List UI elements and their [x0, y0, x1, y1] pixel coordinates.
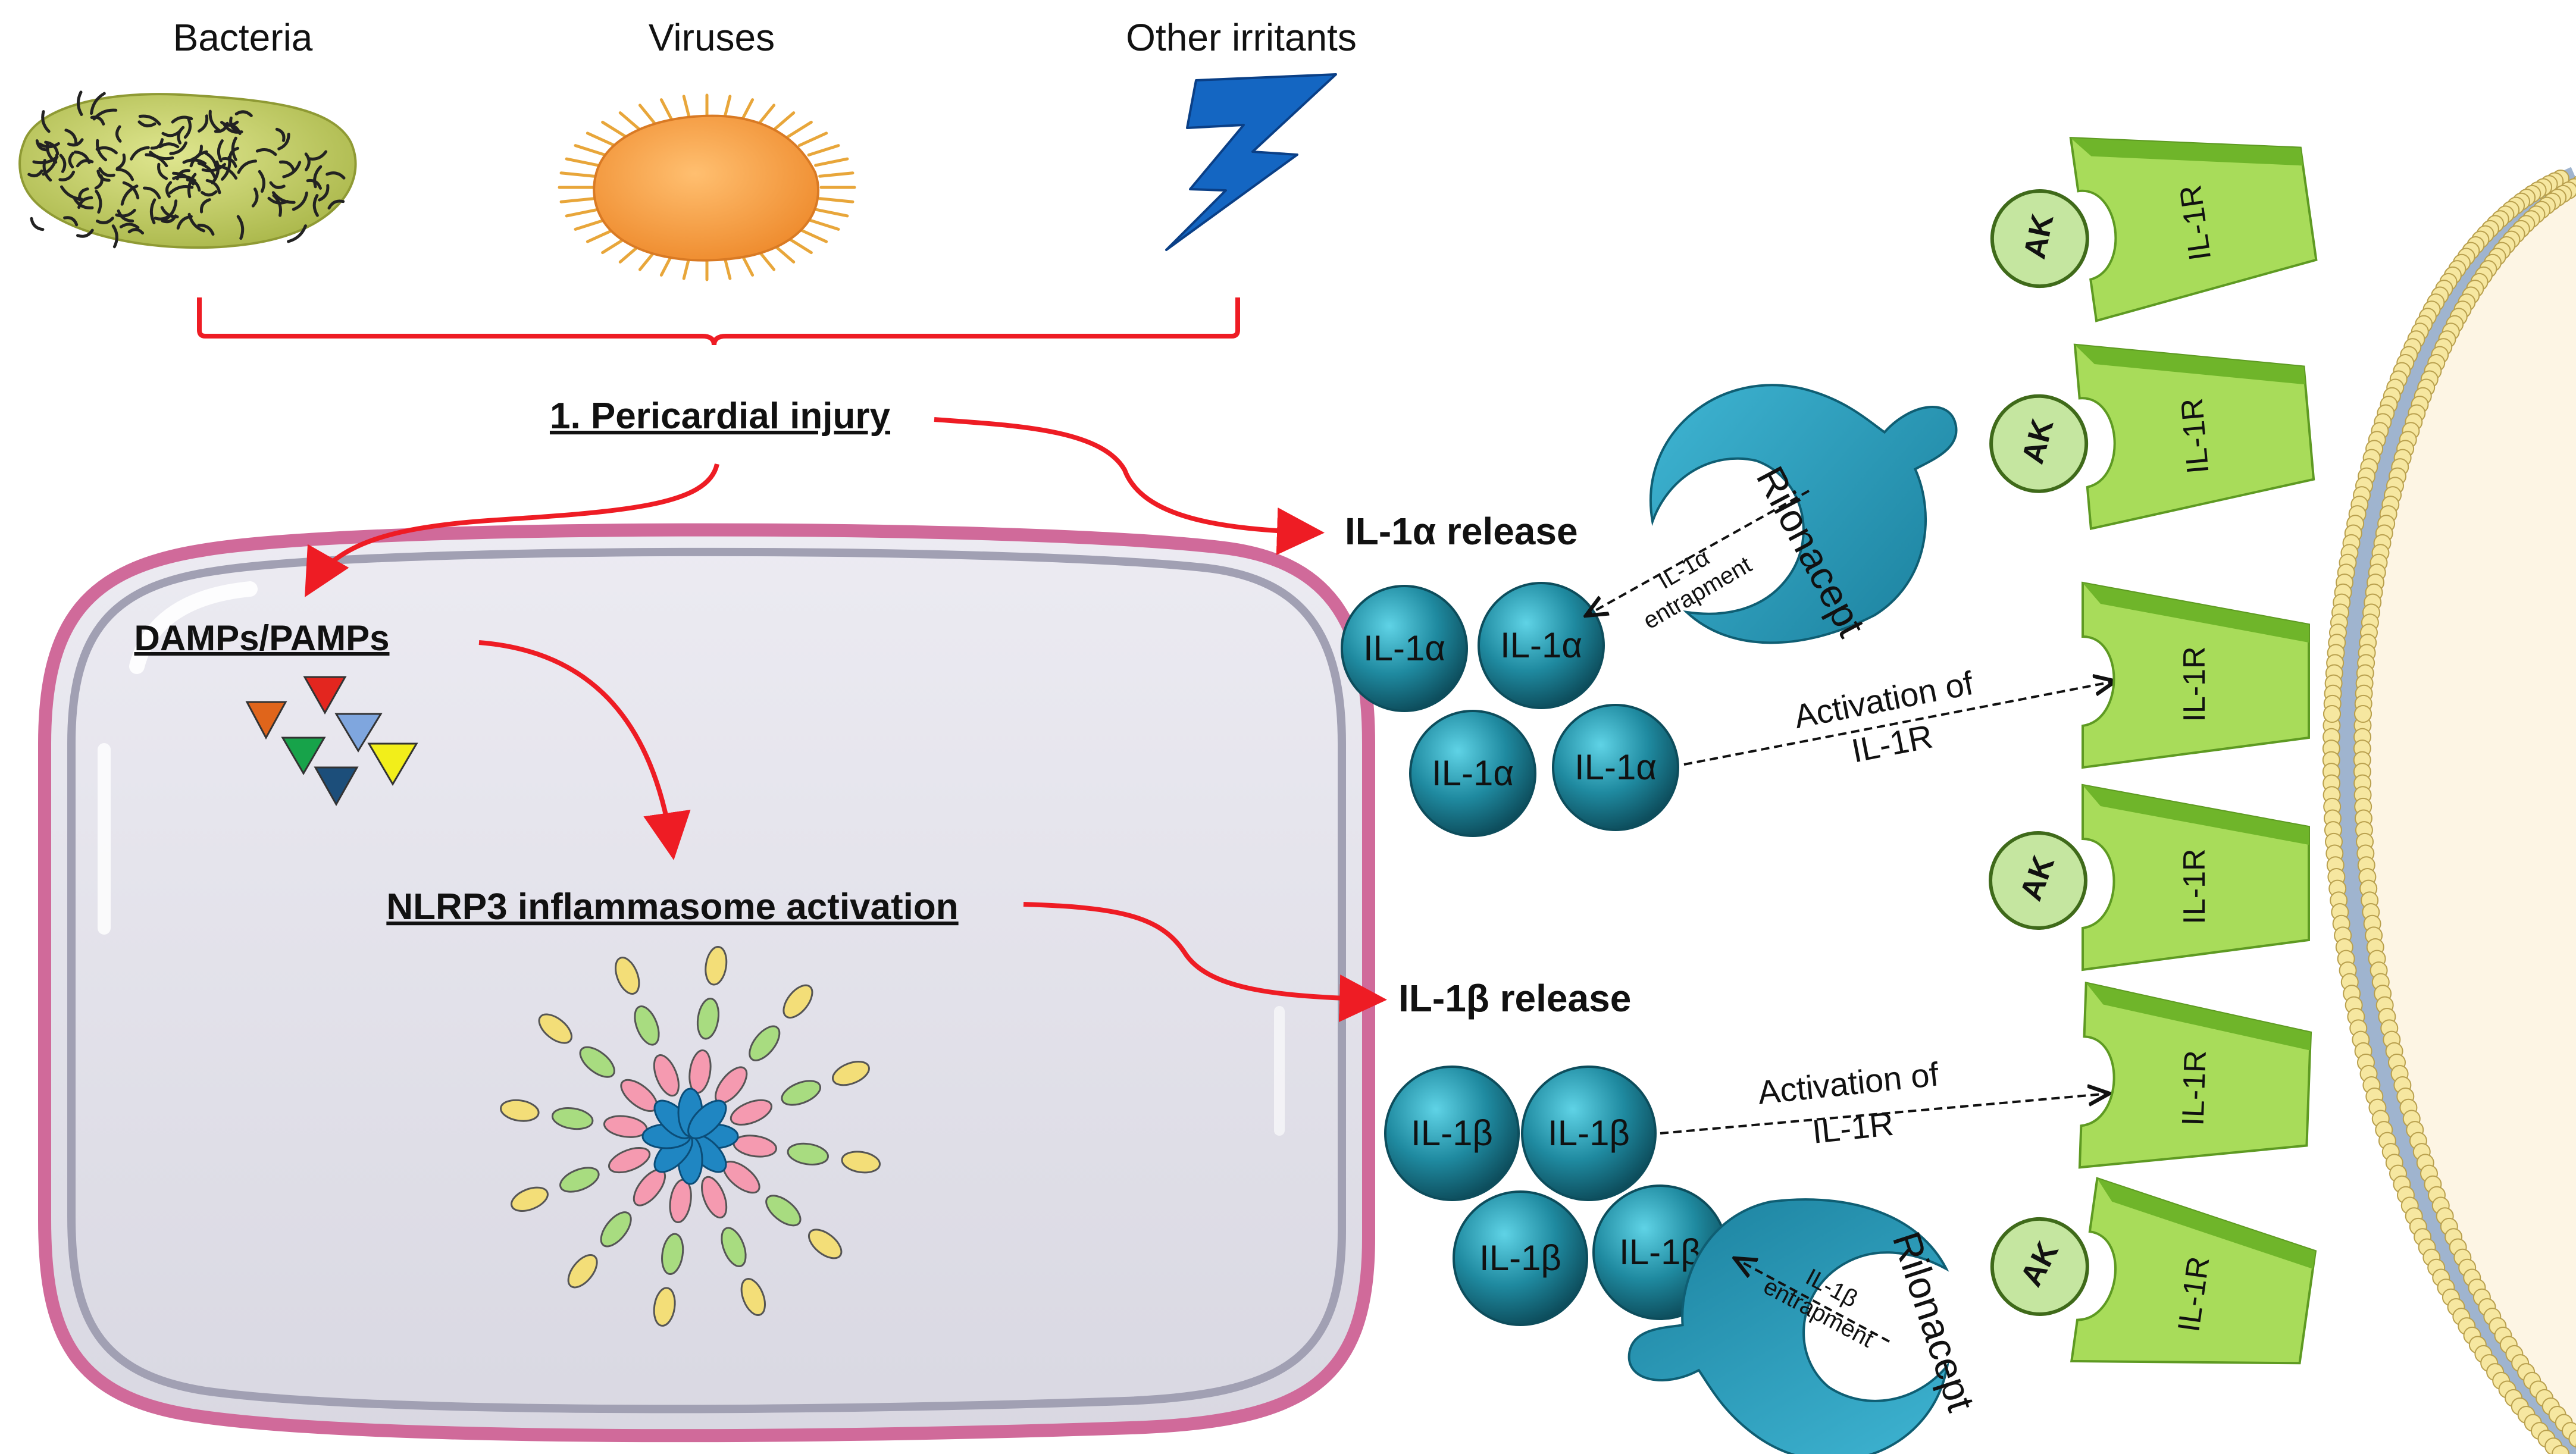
il1a-ball-label: IL-1α: [1432, 753, 1514, 793]
il1a-release-label: IL-1α release: [1345, 510, 1578, 553]
il1b-ball: [1453, 1190, 1588, 1326]
rilonacept-label: Rilonacept: [1885, 1226, 1984, 1416]
il1b-cluster: IL-1β IL-1β IL-1β IL-1β: [1384, 1066, 1728, 1326]
il1b-ball: [1521, 1066, 1657, 1201]
ak-antibody: [1989, 831, 2087, 930]
bacterium-icon: [18, 90, 357, 249]
rilonacept-icon: [1627, 1198, 1949, 1454]
svg-text:IL-1R: IL-1R: [1848, 717, 1935, 770]
other-irritants-label: Other irritants: [1126, 16, 1357, 59]
il1a-ball: [1478, 582, 1605, 709]
bacteria-label: Bacteria: [173, 16, 313, 59]
il1a-activation-arrow: [1683, 681, 2115, 766]
il1b-ball-label: IL-1β: [1411, 1113, 1493, 1153]
il1b-ball-label: IL-1β: [1619, 1232, 1701, 1272]
process-arrows: [305, 417, 1387, 1023]
il1a-ball-label: IL-1α: [1575, 747, 1657, 787]
il1r-receptor: IL-1R: [2082, 581, 2310, 769]
il1b-entrapment-arrow: [1735, 1258, 1890, 1343]
il1r-receptor: IL-1R: [2078, 981, 2312, 1169]
svg-text:Activation of: Activation of: [1756, 1055, 1940, 1111]
il1a-ball-label: IL-1α: [1500, 625, 1582, 665]
il1r-label: IL-1R: [2177, 848, 2212, 924]
il1a-ball: [1409, 710, 1536, 837]
nlrp3-label: NLRP3 inflammasome activation: [386, 886, 958, 927]
il1r-label: IL-1R: [2177, 646, 2212, 722]
il1r-label: IL-1R: [2175, 397, 2216, 475]
il1b-activation-text: Activation of IL-1R: [1756, 1055, 1940, 1151]
il1b-ball: [1384, 1066, 1520, 1201]
svg-text:Activation of: Activation of: [1791, 664, 1977, 735]
il1a-cluster: IL-1α IL-1α IL-1α IL-1α: [1341, 582, 1679, 837]
rilonacept-icon: [1649, 384, 1958, 644]
ak-antibody: [1989, 394, 2089, 493]
viruses-label: Viruses: [649, 16, 775, 59]
il1b-release-label: IL-1β release: [1398, 977, 1631, 1020]
il1b-ball-label: IL-1β: [1548, 1113, 1630, 1153]
il1a-activation-text: Activation of IL-1R: [1791, 664, 1977, 770]
inflammasome-icon: [500, 946, 881, 1327]
il1a-ball-label: IL-1α: [1363, 628, 1445, 668]
source-bracket: [197, 297, 1240, 346]
ak-antibody: [1990, 1217, 2089, 1316]
cell: [38, 523, 1375, 1443]
svg-text:IL-1R: IL-1R: [1810, 1105, 1895, 1151]
ak-antibody: [1990, 189, 2089, 289]
lightning-bolt-icon: [1165, 73, 1337, 251]
il1a-ball: [1341, 585, 1468, 712]
il1b-activation-arrow: [1660, 1093, 2109, 1135]
il1r-label: IL-1R: [2176, 1049, 2212, 1126]
il1a-entrapment-arrow: [1586, 490, 1810, 616]
il1b-ball-label: IL-1β: [1479, 1238, 1561, 1278]
membrane-icon: [2322, 167, 2576, 1454]
damps-pamps-label: DAMPs/PAMPs: [134, 618, 390, 658]
damp-triangles-icon: [245, 676, 418, 807]
il1a-ball: [1552, 704, 1679, 831]
pericardial-injury-label: 1. Pericardial injury: [550, 396, 891, 437]
virus-icon: [558, 93, 856, 281]
